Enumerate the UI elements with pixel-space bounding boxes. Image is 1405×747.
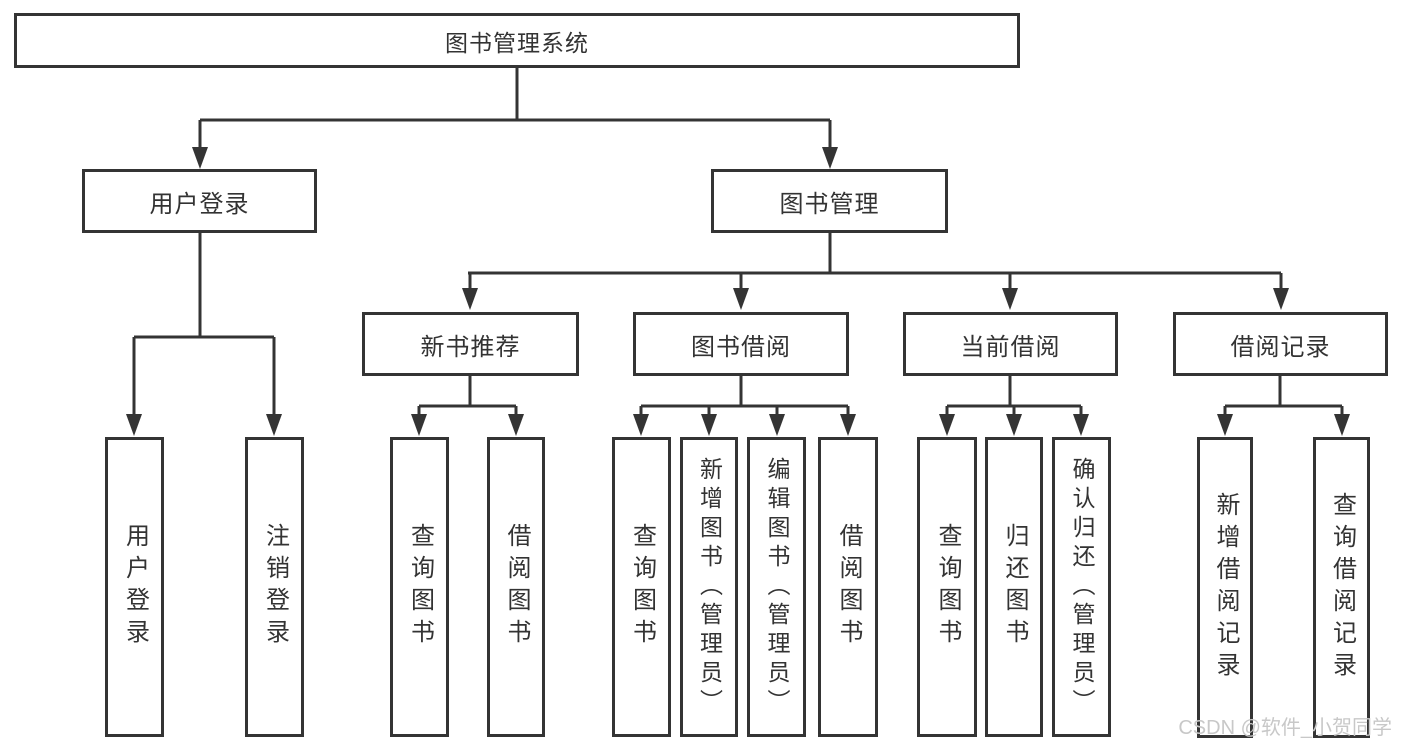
leaf-confirm-return-admin: 确认归还（管理员）: [1052, 437, 1111, 737]
leaf-label: 新增借阅记录: [1212, 491, 1239, 684]
leaf-label: 新增图书（管理员）: [696, 456, 723, 718]
node-user-login: 用户登录: [82, 169, 317, 233]
leaf-label: 注销登录: [261, 523, 289, 651]
leaf-query-books-recommend: 查询图书: [390, 437, 449, 737]
leaf-add-borrow-record: 新增借阅记录: [1197, 437, 1253, 738]
leaf-return-books: 归还图书: [985, 437, 1043, 737]
leaf-borrow-books: 借阅图书: [818, 437, 878, 737]
leaf-query-borrow-record: 查询借阅记录: [1313, 437, 1370, 738]
node-book-management: 图书管理: [711, 169, 948, 233]
node-new-book-recommendation: 新书推荐: [362, 312, 579, 376]
leaf-label: 确认归还（管理员）: [1069, 456, 1095, 718]
leaf-label: 查询图书: [406, 523, 434, 651]
leaf-query-books-borrowing: 查询图书: [612, 437, 671, 737]
leaf-label: 编辑图书（管理员）: [764, 456, 790, 718]
leaf-label: 借阅图书: [835, 523, 862, 651]
leaf-borrow-books-recommend: 借阅图书: [487, 437, 545, 737]
leaf-label: 查询图书: [628, 523, 656, 651]
arrowheads: [126, 147, 1350, 436]
leaf-label: 用户登录: [121, 523, 149, 651]
leaf-label: 查询图书: [934, 523, 961, 651]
leaf-query-books-current: 查询图书: [917, 437, 977, 737]
leaf-logout: 注销登录: [245, 437, 304, 737]
node-current-borrowing: 当前借阅: [903, 312, 1118, 376]
leaf-label: 借阅图书: [503, 523, 530, 651]
node-book-borrowing: 图书借阅: [633, 312, 849, 376]
leaf-add-books-admin: 新增图书（管理员）: [680, 437, 738, 737]
leaf-user-login: 用户登录: [105, 437, 164, 737]
node-borrowing-records: 借阅记录: [1173, 312, 1388, 376]
leaf-label: 归还图书: [1001, 523, 1028, 651]
node-library-management-system: 图书管理系统: [14, 13, 1020, 68]
leaf-edit-books-admin: 编辑图书（管理员）: [747, 437, 806, 737]
leaf-label: 查询借阅记录: [1328, 491, 1356, 684]
csdn-watermark: CSDN @软件_小贺同学: [1178, 717, 1392, 739]
